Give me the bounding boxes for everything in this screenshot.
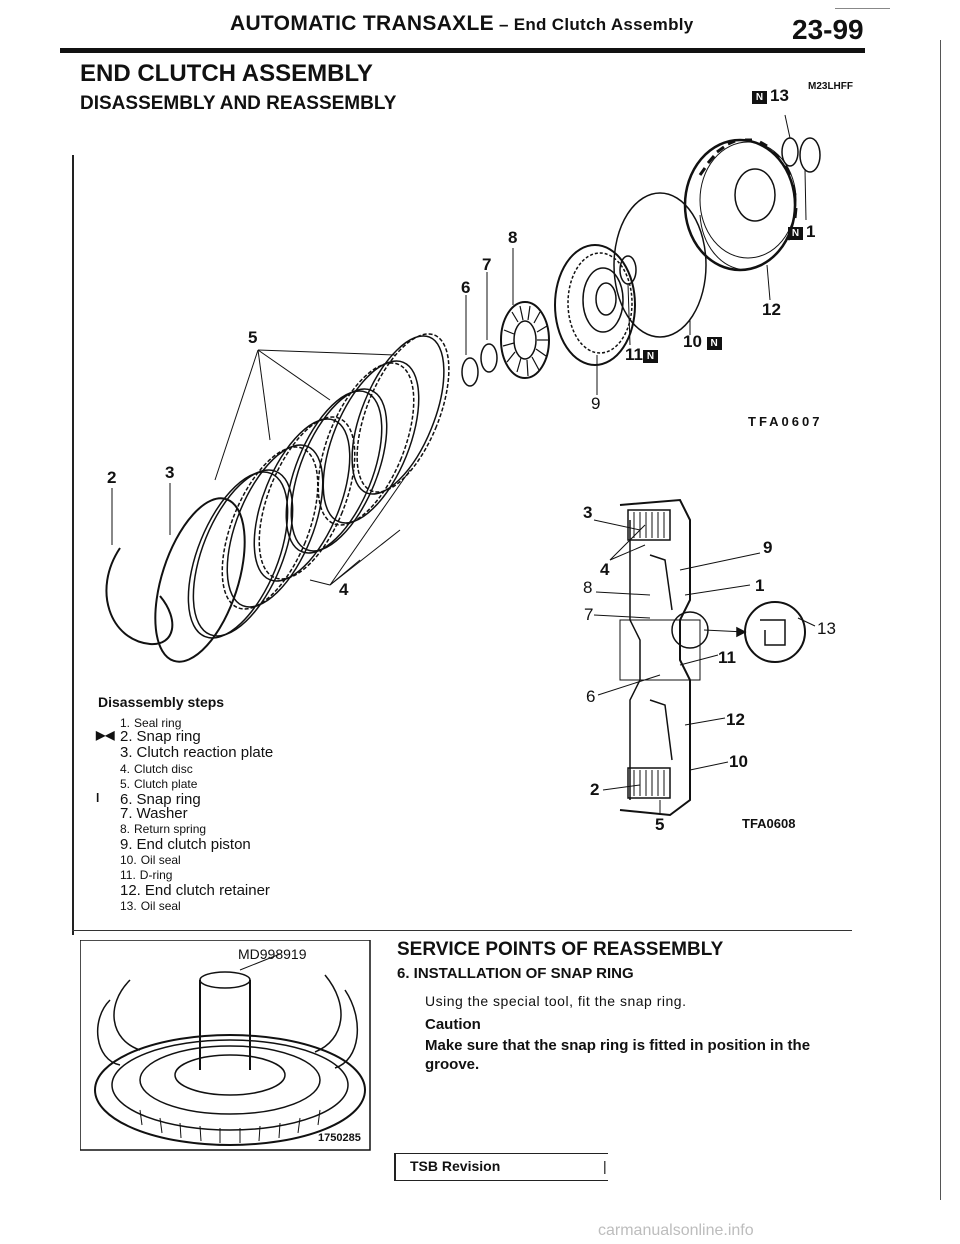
step-item: ▶◀2.Snap ring: [96, 728, 201, 745]
section-label-1: 1: [755, 576, 765, 595]
section-code: M23LHFF: [808, 81, 853, 92]
reassembly-mark-icon: ▶◀: [96, 728, 115, 742]
page-header-title: AUTOMATIC TRANSAXLE – End Clutch Assembl…: [230, 12, 694, 36]
service-points-title: SERVICE POINTS OF REASSEMBLY: [397, 939, 724, 960]
top-rule: [835, 8, 890, 9]
section-view-code: TFA0608: [742, 816, 796, 831]
end-clutch-retainer-shape: [683, 138, 798, 272]
tsb-revision-box: [394, 1153, 608, 1181]
section-divider: [72, 930, 852, 931]
step-item: 13.Oil seal: [120, 899, 181, 913]
header-title-main: AUTOMATIC TRANSAXLE: [230, 12, 494, 35]
step-item: 3.Clutch reaction plate: [120, 744, 274, 761]
section-label-5: 5: [655, 815, 665, 834]
step-item: 5.Clutch plate: [120, 777, 198, 791]
exploded-label-10: 10 N: [683, 332, 725, 352]
section-title: END CLUTCH ASSEMBLY: [80, 60, 373, 87]
snap-ring-6-shape: [461, 357, 479, 387]
caution-text: Make sure that the snap ring is fitted i…: [425, 1037, 811, 1073]
caution-label: Caution: [425, 1016, 481, 1033]
section-label-6: 6: [586, 687, 596, 706]
exploded-label-9: 9: [591, 394, 601, 413]
exploded-label-5: 5: [248, 328, 258, 347]
clutch-plates-stack: [187, 333, 450, 639]
step-item: 11.D-ring: [120, 868, 173, 882]
step-item: 10.Oil seal: [120, 853, 181, 867]
section-label-11: 11: [718, 648, 736, 667]
step-item: 12.End clutch retainer: [120, 882, 270, 899]
section-label-9: 9: [763, 538, 773, 557]
left-margin-rule: [72, 155, 74, 935]
special-tool-label: MD998919: [238, 946, 307, 962]
step-item: 4.Clutch disc: [120, 762, 193, 776]
service-step-heading: 6. INSTALLATION OF SNAP RING: [397, 965, 634, 982]
section-label-4: 4: [600, 560, 610, 579]
n-mark-icon: N: [642, 350, 658, 363]
exploded-label-7: 7: [482, 255, 492, 274]
section-label-10: 10: [729, 752, 748, 771]
exploded-label-6: 6: [461, 278, 471, 297]
exploded-view-diagram: [105, 114, 821, 663]
step-item: 9.End clutch piston: [120, 836, 251, 853]
reassembly-mark-icon: l: [96, 791, 100, 805]
section-label-8: 8: [583, 578, 593, 597]
watermark[interactable]: carmanualsonline.info: [598, 1222, 754, 1239]
end-clutch-piston-shape: [554, 244, 636, 366]
exploded-label-2: 2: [107, 468, 117, 487]
section-label-13: 13: [817, 619, 836, 638]
step-item: 7.Washer: [120, 805, 188, 822]
exploded-label-3: 3: [165, 463, 175, 482]
tsb-revision-label: TSB Revision: [410, 1158, 501, 1174]
exploded-label-4: 4: [339, 580, 349, 599]
exploded-label-12: 12: [762, 300, 781, 319]
section-subtitle: DISASSEMBLY AND REASSEMBLY: [80, 93, 397, 114]
exploded-view-code: TFA0607: [748, 414, 823, 429]
step-item: 8.Return spring: [120, 822, 207, 836]
disassembly-steps-title: Disassembly steps: [98, 694, 225, 710]
section-label-3: 3: [583, 503, 593, 522]
header-rule: [60, 48, 865, 53]
section-label-2: 2: [590, 780, 600, 799]
washer-shape: [480, 343, 498, 373]
section-label-12: 12: [726, 710, 745, 729]
n-mark-icon: N: [788, 227, 803, 240]
tsb-end-mark: |: [603, 1158, 607, 1174]
snap-ring-installation-illustration: [80, 940, 371, 1151]
right-margin-rule: [940, 40, 941, 1200]
service-step-text: Using the special tool, fit the snap rin…: [425, 993, 687, 1009]
n-mark-icon: N: [706, 337, 722, 350]
oil-seal-10-shape: [613, 192, 707, 338]
photo-code: 1750285: [318, 1132, 361, 1144]
page-number: 23-99: [792, 14, 864, 45]
seal-ring-shape: [105, 547, 174, 646]
snap-ring-shape: [154, 497, 246, 663]
header-title-sub: End Clutch Assembly: [513, 15, 694, 34]
n-mark-icon: N: [752, 91, 767, 104]
section-label-7: 7: [584, 605, 594, 624]
step-item: 1.Seal ring: [120, 716, 182, 730]
exploded-label-8: 8: [508, 228, 518, 247]
return-spring-shape: [500, 301, 550, 379]
section-view-diagram: [593, 498, 816, 817]
header-title-sep: –: [493, 15, 514, 34]
